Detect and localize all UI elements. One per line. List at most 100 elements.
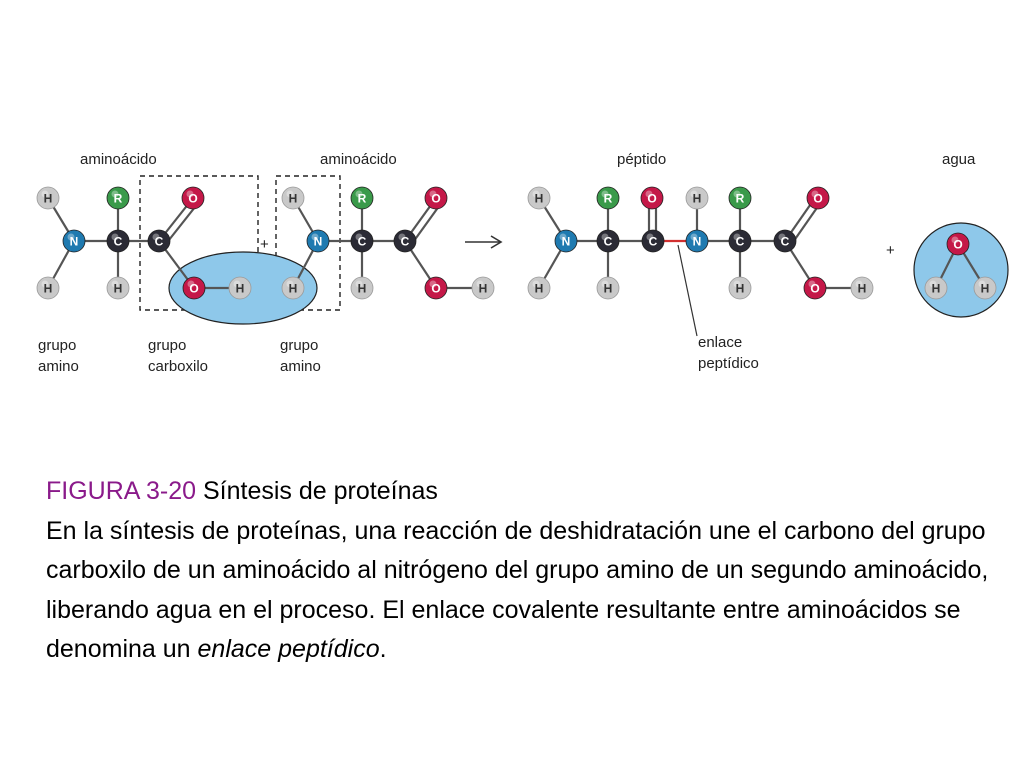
atom-h: H — [527, 276, 551, 300]
atom-symbol: H — [358, 282, 367, 296]
atom-symbol: H — [479, 282, 488, 296]
label-aminoacid-2: aminoácido — [320, 151, 397, 168]
atom-symbol: H — [289, 192, 298, 206]
atom-symbol: H — [44, 192, 53, 206]
atom-o: O — [806, 186, 830, 210]
atom-symbol: O — [188, 192, 197, 206]
atom-symbol: H — [693, 192, 702, 206]
atom-c: C — [641, 229, 665, 253]
atom-h: H — [596, 276, 620, 300]
atom-symbol: C — [781, 235, 790, 249]
atom-symbol: C — [114, 235, 123, 249]
atom-o: O — [640, 186, 664, 210]
atom-h: H — [228, 276, 252, 300]
atom-h: H — [924, 276, 948, 300]
atom-c: C — [773, 229, 797, 253]
atom-c: C — [596, 229, 620, 253]
atom-c: C — [393, 229, 417, 253]
atom-symbol: H — [535, 282, 544, 296]
atom-symbol: H — [858, 282, 867, 296]
atom-symbol: H — [736, 282, 745, 296]
peptide-bond-pointer — [677, 244, 698, 337]
atoms: H R O N C C H H O H H R O N C C H H O H H R O H R O N C C N C C H H H O H O H H — [36, 186, 997, 300]
atom-symbol: H — [44, 282, 53, 296]
atom-symbol: C — [358, 235, 367, 249]
atom-symbol: O — [810, 282, 819, 296]
atom-symbol: O — [189, 282, 198, 296]
atom-symbol: C — [736, 235, 745, 249]
atom-o: O — [181, 186, 205, 210]
atom-symbol: N — [562, 235, 571, 249]
atom-c: C — [350, 229, 374, 253]
atom-n: N — [554, 229, 578, 253]
atom-c: C — [147, 229, 171, 253]
amino-group-box — [275, 175, 341, 311]
atom-symbol: R — [358, 192, 367, 206]
atom-h: H — [850, 276, 874, 300]
atom-h: H — [350, 276, 374, 300]
plus-sign-products: + — [886, 242, 895, 259]
atom-symbol: C — [604, 235, 613, 249]
atom-h: H — [685, 186, 709, 210]
atom-c: C — [728, 229, 752, 253]
caption-heading: FIGURA 3-20 Síntesis de proteínas — [46, 472, 1006, 512]
atom-symbol: R — [736, 192, 745, 206]
atom-r: R — [728, 186, 752, 210]
atom-symbol: R — [114, 192, 123, 206]
atom-o: O — [182, 276, 206, 300]
atom-h: H — [471, 276, 495, 300]
caption-term-peptide-bond: enlace peptídico — [197, 635, 380, 663]
atom-symbol: N — [314, 235, 323, 249]
atom-symbol: H — [932, 282, 941, 296]
atom-c: C — [106, 229, 130, 253]
label-amino-group-2: grupo amino — [280, 337, 323, 375]
atom-symbol: R — [604, 192, 613, 206]
plus-sign-reactants: + — [260, 236, 269, 253]
label-water: agua — [942, 151, 976, 168]
figure-title: Síntesis de proteínas — [196, 477, 438, 505]
atom-symbol: O — [431, 192, 440, 206]
atom-r: R — [350, 186, 374, 210]
atom-symbol: H — [236, 282, 245, 296]
atom-symbol: H — [289, 282, 298, 296]
atom-n: N — [62, 229, 86, 253]
reaction-arrow-icon — [465, 235, 503, 249]
atom-o: O — [946, 232, 970, 256]
atom-h: H — [106, 276, 130, 300]
atom-symbol: O — [813, 192, 822, 206]
atom-h: H — [527, 186, 551, 210]
caption-body-text: En la síntesis de proteínas, una reacció… — [46, 516, 989, 664]
atom-symbol: O — [647, 192, 656, 206]
atom-o: O — [803, 276, 827, 300]
atom-h: H — [281, 186, 305, 210]
atom-symbol: H — [535, 192, 544, 206]
atom-r: R — [106, 186, 130, 210]
atom-o: O — [424, 186, 448, 210]
atom-symbol: O — [953, 238, 962, 252]
label-aminoacid-1: aminoácido — [80, 151, 157, 168]
atom-h: H — [36, 186, 60, 210]
atom-symbol: C — [401, 235, 410, 249]
label-peptide: péptido — [617, 151, 666, 168]
label-carboxyl-group: grupo carboxilo — [148, 337, 208, 375]
atom-symbol: H — [981, 282, 990, 296]
atom-symbol: C — [649, 235, 658, 249]
figure-number: FIGURA 3-20 — [46, 477, 197, 505]
atom-h: H — [281, 276, 305, 300]
atom-symbol: N — [70, 235, 79, 249]
atom-o: O — [424, 276, 448, 300]
atom-h: H — [973, 276, 997, 300]
atom-symbol: H — [114, 282, 123, 296]
caption-body: En la síntesis de proteínas, una reacció… — [46, 512, 1006, 670]
figure-caption: FIGURA 3-20 Síntesis de proteínas En la … — [46, 472, 1006, 670]
caption-body-end: . — [379, 635, 387, 663]
atom-n: N — [685, 229, 709, 253]
atom-h: H — [36, 276, 60, 300]
label-amino-group-1: grupo amino — [38, 337, 81, 375]
atom-n: N — [306, 229, 330, 253]
atom-r: R — [596, 186, 620, 210]
atom-symbol: O — [431, 282, 440, 296]
atom-symbol: N — [693, 235, 702, 249]
atom-h: H — [728, 276, 752, 300]
